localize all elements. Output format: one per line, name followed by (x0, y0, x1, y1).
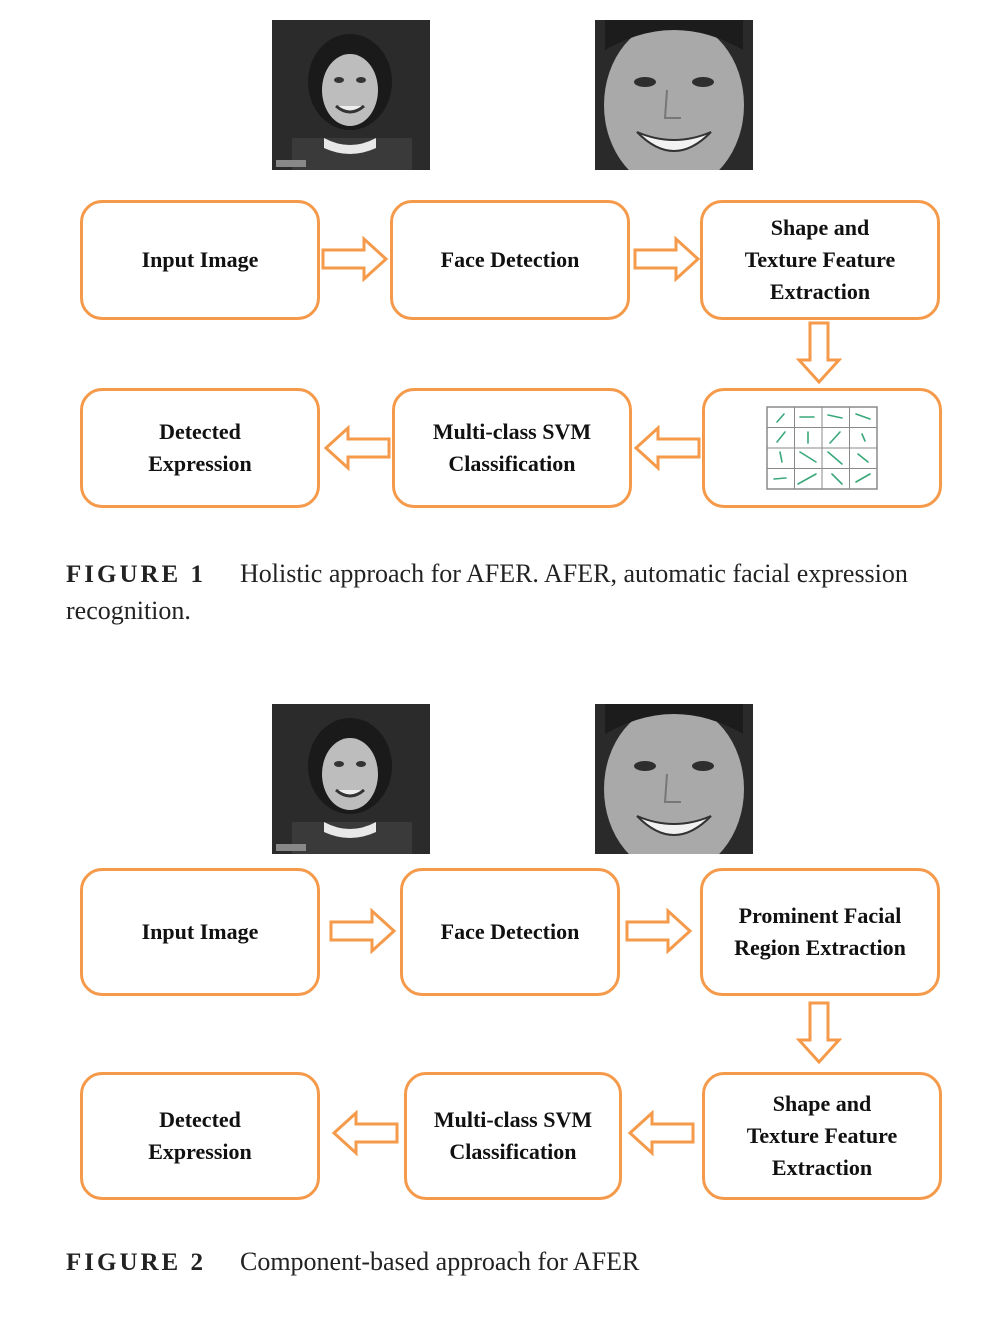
box-line: Classification (448, 451, 576, 476)
arrow-right-icon (624, 908, 694, 954)
detected-expression-box: Detected Expression (80, 388, 320, 508)
box-line: Detected (159, 1107, 241, 1132)
arrow-right-icon (328, 908, 398, 954)
caption-text: Holistic approach for AFER. AFER, automa… (66, 559, 908, 625)
box-line: Face Detection (440, 919, 580, 944)
cropped-face-photo (595, 20, 753, 170)
feature-grid-icon (766, 406, 878, 490)
box-line: Prominent Facial (738, 903, 902, 928)
box-line: Region Extraction (734, 935, 906, 960)
detected-expression-box: Detected Expression (80, 1072, 320, 1200)
input-face-photo (272, 20, 430, 170)
figure-caption: FIGURE 2 Component-based approach for AFE… (66, 1244, 936, 1281)
face-detection-box: Face Detection (390, 200, 630, 320)
box-line: Classification (449, 1139, 577, 1164)
box-line: Extraction (771, 1155, 873, 1180)
box-line: Face Detection (440, 247, 580, 272)
arrow-left-icon (330, 1110, 400, 1156)
box-line: Texture Feature (744, 247, 896, 272)
box-line: Multi-class SVM (432, 419, 592, 444)
figure-1: Input Image Face Detection Shape and Tex… (0, 0, 998, 640)
arrow-left-icon (322, 425, 392, 471)
caption-label: FIGURE 2 (66, 1249, 206, 1276)
caption-label: FIGURE 1 (66, 561, 206, 588)
input-image-box: Input Image (80, 868, 320, 996)
box-line: Input Image (141, 919, 259, 944)
box-line: Expression (148, 451, 252, 476)
input-image-box: Input Image (80, 200, 320, 320)
box-line: Shape and (772, 1091, 872, 1116)
arrow-left-icon (626, 1110, 696, 1156)
figure-2: Input Image Face Detection Prominent Fac… (0, 690, 998, 1310)
box-line: Detected (159, 419, 241, 444)
arrow-down-icon (796, 320, 842, 386)
box-line: Extraction (769, 279, 871, 304)
box-line: Texture Feature (746, 1123, 898, 1148)
caption-text: Component-based approach for AFER (239, 1247, 640, 1276)
box-line: Shape and (770, 215, 870, 240)
arrow-left-icon (632, 425, 702, 471)
region-extraction-box: Prominent Facial Region Extraction (700, 868, 940, 996)
feature-extraction-box: Shape and Texture Feature Extraction (702, 1072, 942, 1200)
svm-classification-box: Multi-class SVM Classification (392, 388, 632, 508)
box-line: Expression (148, 1139, 252, 1164)
arrow-right-icon (320, 236, 390, 282)
cropped-face-photo (595, 704, 753, 854)
box-line: Multi-class SVM (433, 1107, 593, 1132)
input-face-photo (272, 704, 430, 854)
svm-classification-box: Multi-class SVM Classification (404, 1072, 622, 1200)
feature-grid-box (702, 388, 942, 508)
box-line: Input Image (141, 247, 259, 272)
arrow-down-icon (796, 1000, 842, 1066)
feature-extraction-box: Shape and Texture Feature Extraction (700, 200, 940, 320)
face-detection-box: Face Detection (400, 868, 620, 996)
arrow-right-icon (632, 236, 702, 282)
